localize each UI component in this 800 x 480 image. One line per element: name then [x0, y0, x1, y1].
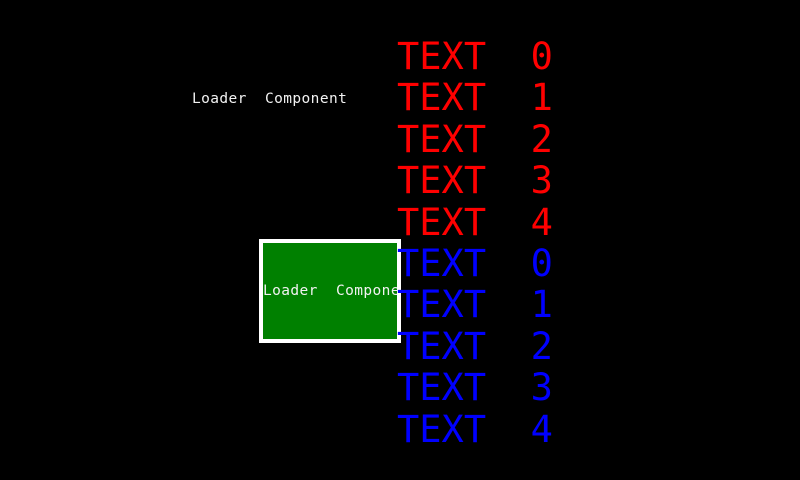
text-item: TEXT 0	[397, 241, 553, 285]
loader-component-label: Loader Component	[192, 91, 348, 107]
text-item: TEXT 4	[397, 200, 553, 244]
text-item: TEXT 1	[397, 76, 553, 120]
text-item: TEXT 1	[397, 283, 553, 327]
loader-component-box[interactable]: Loader Component	[259, 239, 401, 343]
text-item: TEXT 2	[397, 324, 553, 368]
text-item: TEXT 4	[397, 407, 553, 451]
text-item: TEXT 2	[397, 117, 553, 161]
text-item: TEXT 3	[397, 159, 553, 203]
text-item: TEXT 0	[397, 35, 553, 78]
text-item-list: TEXT 0 TEXT 1 TEXT 2 TEXT 3 TEXT 4 TEXT …	[397, 36, 777, 450]
text-item: TEXT 3	[397, 366, 553, 410]
loader-component-box-label: Loader Component	[263, 283, 400, 299]
